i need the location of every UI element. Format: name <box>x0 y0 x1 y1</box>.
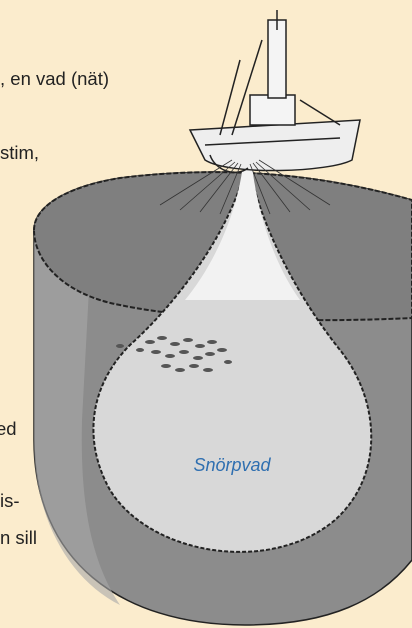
fishing-boat <box>190 10 360 172</box>
net-label: Snörpvad <box>193 455 271 475</box>
